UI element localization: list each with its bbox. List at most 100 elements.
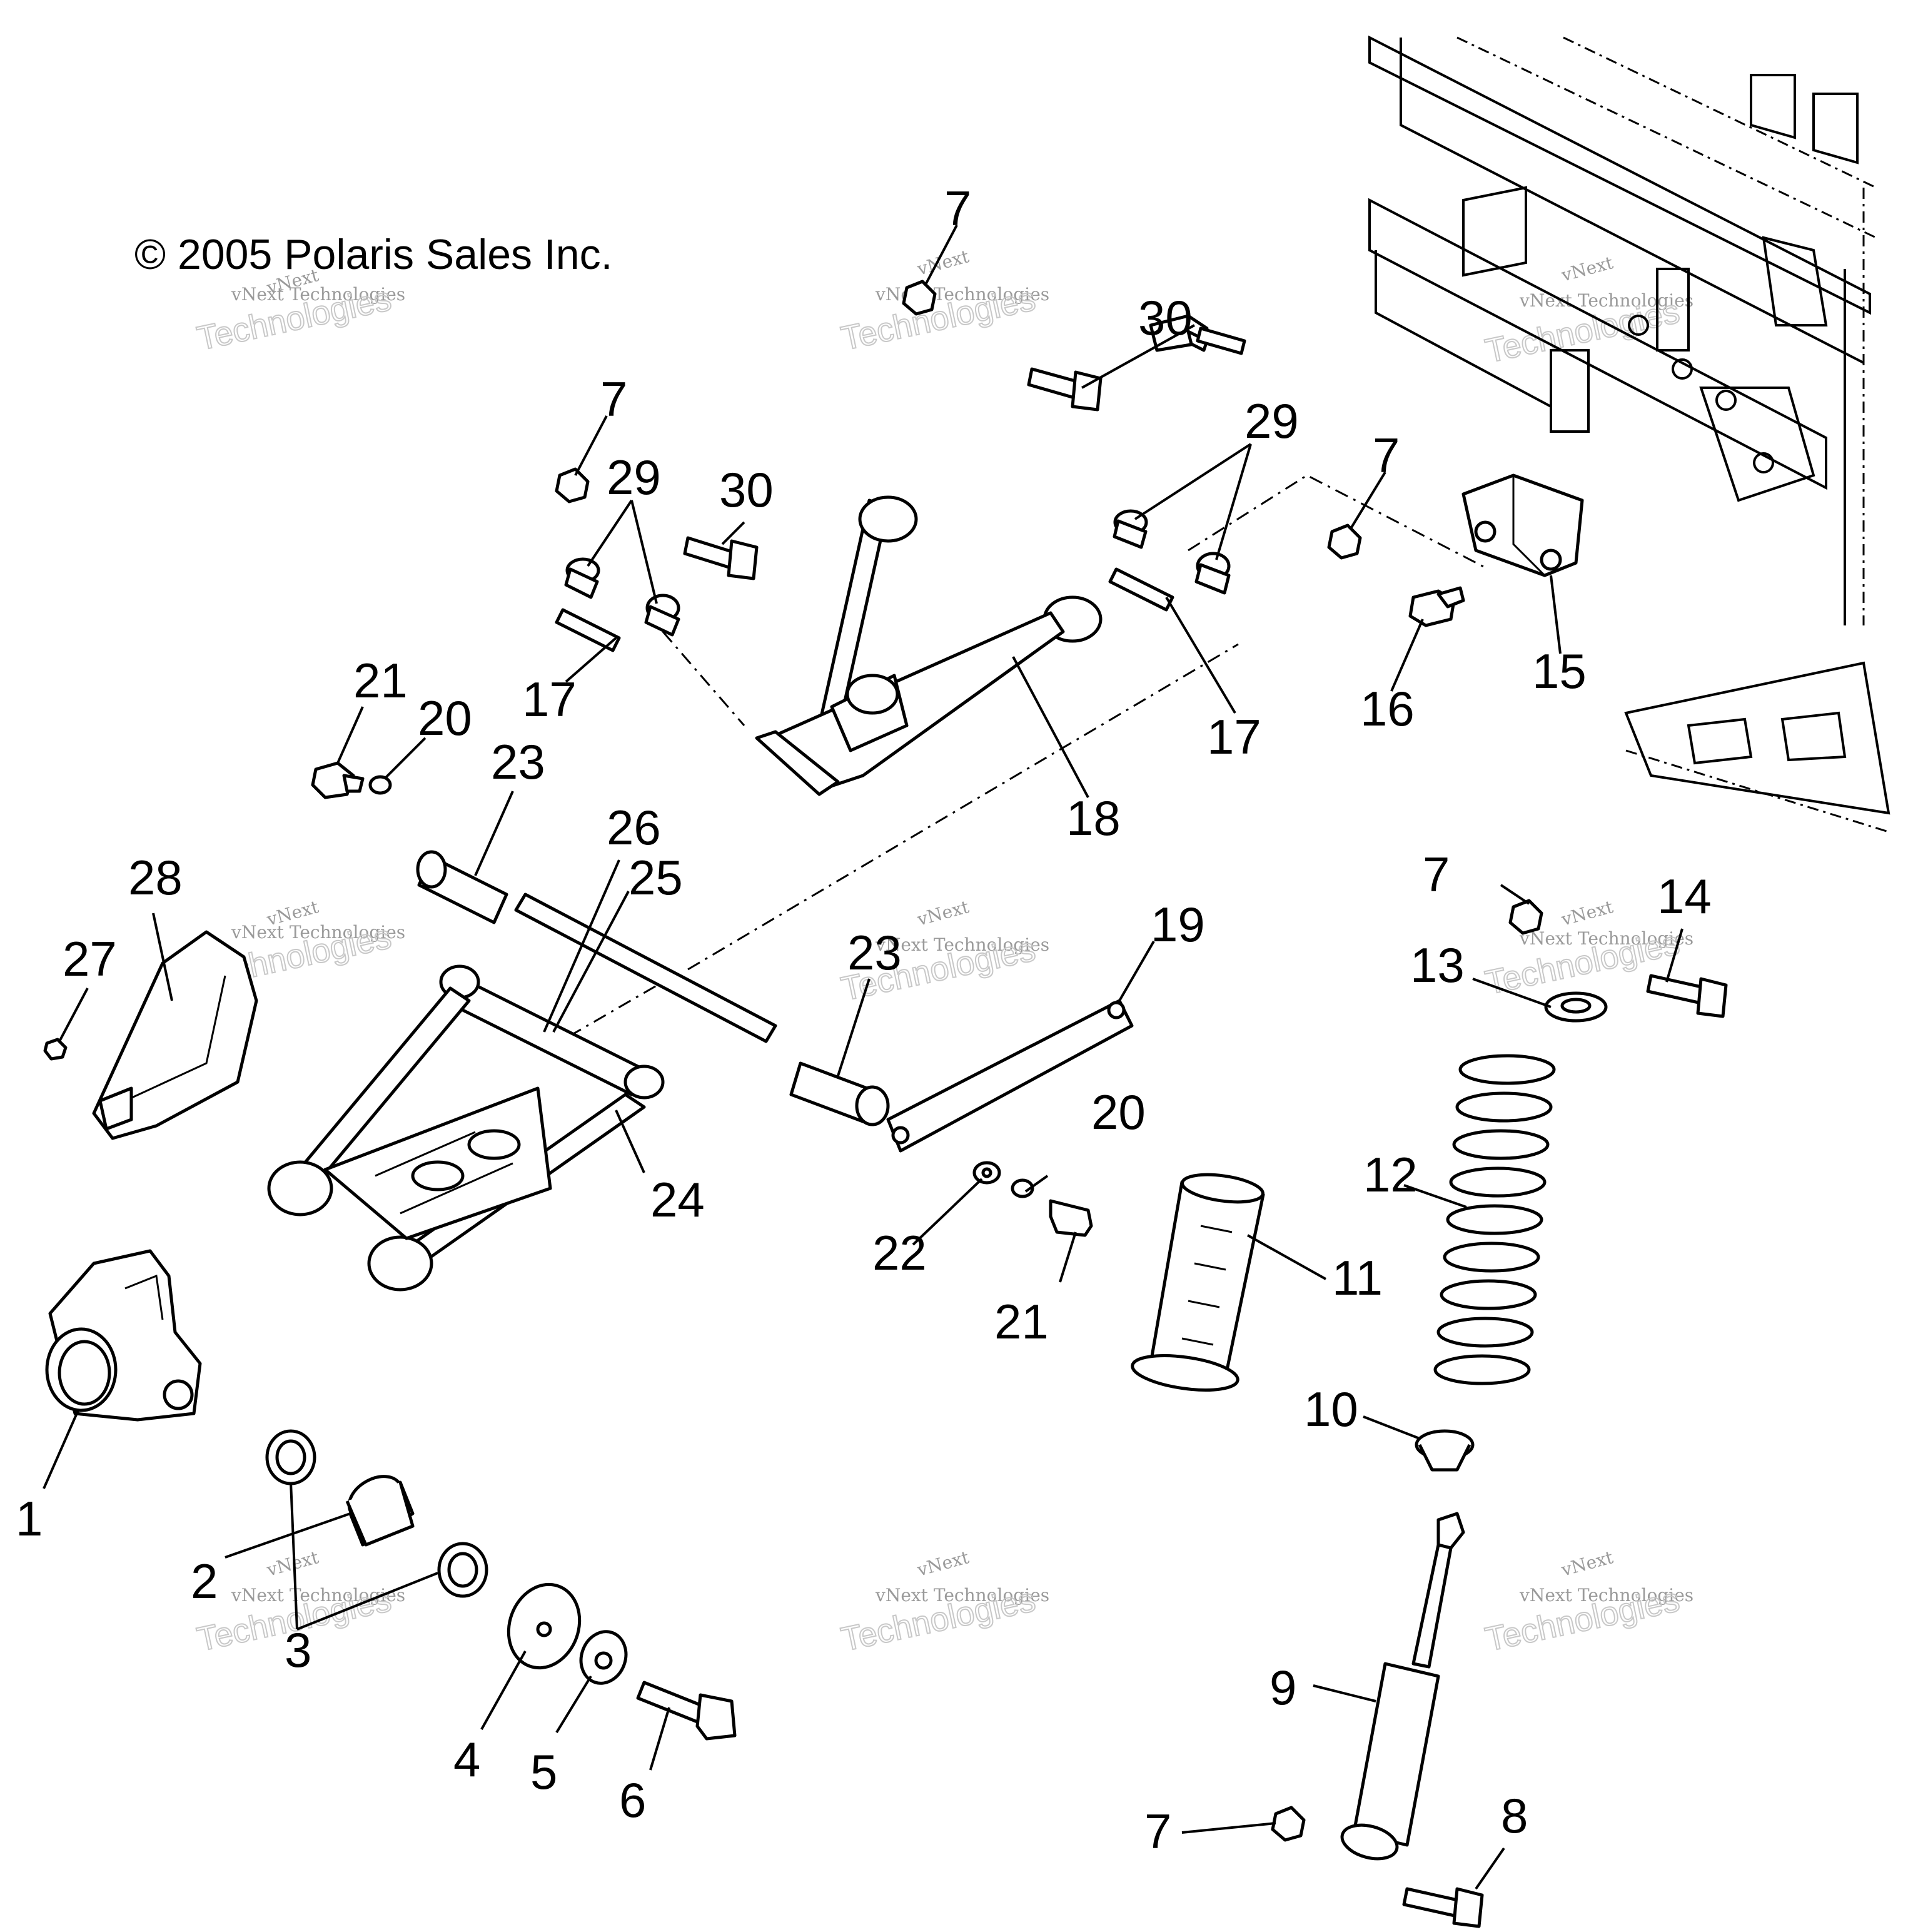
callout-11: 11 [1332, 1250, 1383, 1305]
bolt-part [636, 1681, 737, 1741]
washer-part [579, 1630, 628, 1685]
watermark-text: vNext [1558, 896, 1615, 930]
spacer-bushing-part [345, 1475, 415, 1547]
nut-part [555, 467, 590, 503]
bolt-part [1402, 1887, 1484, 1928]
boot-part [1131, 1173, 1265, 1392]
pivot-tube-part [1108, 567, 1174, 612]
callout-23-right: 23 [847, 925, 902, 980]
callout-7-left: 7 [600, 372, 627, 427]
callout-18: 18 [1066, 791, 1121, 846]
screw-part [43, 1038, 68, 1061]
flange-bolt-part [1408, 586, 1465, 627]
bolt-part [1646, 974, 1728, 1018]
callout-21-right: 21 [994, 1294, 1049, 1349]
callout-14: 14 [1657, 869, 1712, 924]
callout-8: 8 [1501, 1788, 1528, 1843]
bearing-part [265, 1429, 316, 1485]
shock-absorber-part [1340, 1512, 1465, 1861]
callout-9: 9 [1269, 1660, 1296, 1715]
watermark-text: vNext Technologies [231, 1585, 405, 1606]
copyright-text: © 2005 Polaris Sales Inc. [134, 231, 613, 278]
callout-12: 12 [1363, 1147, 1418, 1202]
callout-28: 28 [128, 850, 183, 905]
hex-bolt-part [1027, 367, 1103, 412]
callout-29-left: 29 [607, 450, 661, 505]
watermark-text: vNext [914, 896, 971, 930]
callout-21-left: 21 [353, 653, 408, 708]
callout-labels: 1 2 3 4 5 6 7 7 7 7 7 8 9 10 11 12 13 14… [16, 181, 1712, 1859]
spring-seat-part [1415, 1429, 1475, 1472]
bearing-part [437, 1542, 488, 1598]
nut-part [1327, 523, 1362, 560]
callout-3: 3 [285, 1622, 311, 1677]
callout-7-spring: 7 [1423, 847, 1450, 902]
watermark-text: vNext Technologies [231, 922, 405, 943]
nut-part [1508, 899, 1543, 935]
callout-15: 15 [1532, 644, 1587, 699]
watermark-text: vNext [1558, 252, 1615, 286]
watermark-text: vNext [1558, 1547, 1615, 1580]
watermark-bottom-center: vNext vNext Technologies Technologies [837, 1547, 1049, 1659]
bushing-sleeve-part [416, 850, 508, 924]
flanged-bushing-part [1194, 552, 1231, 595]
flange-bolt-part [311, 761, 365, 799]
callout-7-top: 7 [944, 181, 971, 236]
callout-16: 16 [1360, 681, 1415, 736]
callout-24: 24 [650, 1172, 705, 1227]
nut-part [1271, 1806, 1306, 1842]
lock-washer-part [1011, 1178, 1034, 1198]
watermark-top-center: vNext vNext Technologies Technologies [837, 246, 1049, 358]
callout-22: 22 [872, 1225, 927, 1280]
callout-26: 26 [607, 800, 661, 855]
callout-10: 10 [1304, 1382, 1358, 1437]
callout-2: 2 [191, 1554, 218, 1609]
bearing-carrier-part [45, 1249, 202, 1422]
spring-retainer-part [1544, 991, 1608, 1023]
watermark-text: vNext Technologies [231, 284, 405, 305]
pivot-shaft-part [514, 893, 777, 1043]
callout-7-shock: 7 [1144, 1804, 1171, 1859]
callout-30-right: 30 [1138, 290, 1193, 345]
nut-part [902, 280, 937, 316]
callout-6: 6 [619, 1773, 646, 1828]
flanged-bushing-part [564, 557, 600, 599]
lock-washer-part [368, 775, 392, 795]
flanged-bushing-part [1113, 509, 1148, 549]
flange-bolt-part [1049, 1199, 1093, 1237]
lower-a-arm-part [267, 964, 665, 1292]
large-washer-part [507, 1582, 582, 1670]
coil-spring-part [1433, 1054, 1556, 1385]
callout-30-left: 30 [719, 462, 774, 517]
callout-25: 25 [628, 850, 683, 905]
callout-20-left: 20 [418, 690, 472, 746]
hex-bolt-part [683, 536, 759, 580]
callout-17-left: 17 [522, 672, 577, 727]
vehicle-frame [1368, 35, 1890, 833]
callout-19: 19 [1151, 897, 1205, 952]
watermark-text: vNext Technologies [1519, 928, 1693, 949]
watermark-top-left: vNext vNext Technologies Technologies [193, 265, 405, 358]
leader-lines [43, 225, 1683, 1890]
link-plate-part [886, 999, 1134, 1153]
upper-a-arm-part [755, 495, 1103, 796]
watermark-text: vNext Technologies [875, 1585, 1049, 1606]
shock-bracket-part [1461, 473, 1584, 577]
callout-13: 13 [1410, 938, 1465, 993]
flanged-bushing-part [644, 594, 680, 637]
callout-27: 27 [63, 931, 117, 986]
watermark-text: vNext Technologies [875, 934, 1049, 955]
watermark-text: vNext [914, 1547, 971, 1580]
a-arm-guard-part [92, 930, 258, 1140]
flat-washer-part [972, 1161, 1001, 1185]
callout-7-right: 7 [1373, 428, 1400, 483]
callout-29-right: 29 [1244, 393, 1299, 448]
watermark-bottom-right: vNext vNext Technologies Technologies [1481, 1547, 1693, 1659]
watermark-text: vNext Technologies [1519, 1585, 1693, 1606]
callout-5: 5 [530, 1744, 557, 1799]
bushing-sleeve-part [789, 1061, 890, 1126]
assembly-line [687, 643, 1239, 971]
callout-23-left: 23 [491, 734, 545, 789]
callout-17-right: 17 [1207, 709, 1261, 764]
